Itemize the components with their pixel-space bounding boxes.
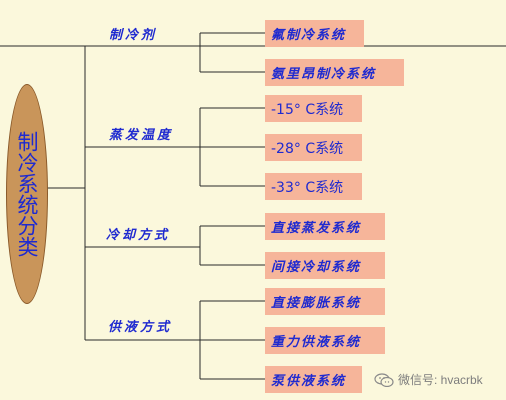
leaf-direct-expansion: 直接膨胀系统 [265, 288, 385, 315]
leaf-ammonia-freon-system: 氨里昂制冷系统 [265, 59, 404, 86]
leaf-indirect-cooling: 间接冷却系统 [265, 252, 385, 279]
category-evap-temp: 蒸发温度 [109, 128, 174, 143]
watermark: 微信号: hvacrbk [374, 371, 483, 388]
leaf-direct-evaporation: 直接蒸发系统 [265, 213, 385, 240]
category-cooling: 冷却方式 [106, 228, 171, 243]
watermark-text: 微信号: hvacrbk [398, 373, 483, 387]
leaf-minus15-system: -15° C系统 [265, 95, 362, 122]
leaf-gravity-supply: 重力供液系统 [265, 327, 385, 354]
category-supply: 供液方式 [108, 320, 173, 335]
leaf-pump-supply: 泵供液系统 [265, 366, 362, 393]
leaf-fluorine-system: 氟制冷系统 [265, 20, 364, 47]
wechat-icon [374, 372, 394, 387]
category-refrigerant: 制冷剂 [109, 28, 158, 43]
leaf-minus28-system: -28° C系统 [265, 134, 362, 161]
root-node: 制冷系统分类 [6, 84, 48, 304]
root-label: 制冷系统分类 [15, 131, 40, 257]
leaf-minus33-system: -33° C系统 [265, 173, 362, 200]
